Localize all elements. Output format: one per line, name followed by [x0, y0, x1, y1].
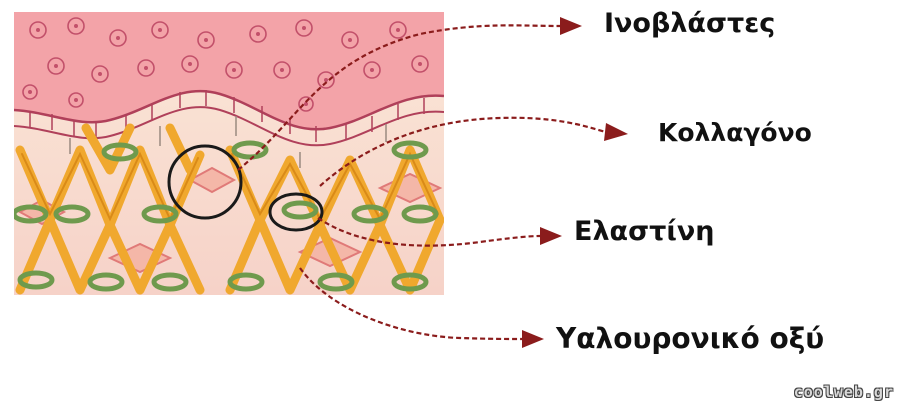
fibroblasts-label: Ινοβλάστες [604, 8, 775, 39]
watermark: coolweb.gr [794, 383, 894, 401]
hyaluronic-arrowhead [522, 330, 544, 348]
elastin-label: Ελαστίνη [574, 216, 714, 247]
collagen-arrowhead [604, 123, 628, 141]
collagen-label: Κολλαγόνο [658, 118, 812, 147]
elastin-arrowhead [540, 227, 562, 245]
fibroblast-arrowhead [560, 17, 582, 35]
hyaluronic-acid-label: Υαλουρονικό οξύ [556, 322, 824, 355]
arrowheads [522, 17, 628, 348]
